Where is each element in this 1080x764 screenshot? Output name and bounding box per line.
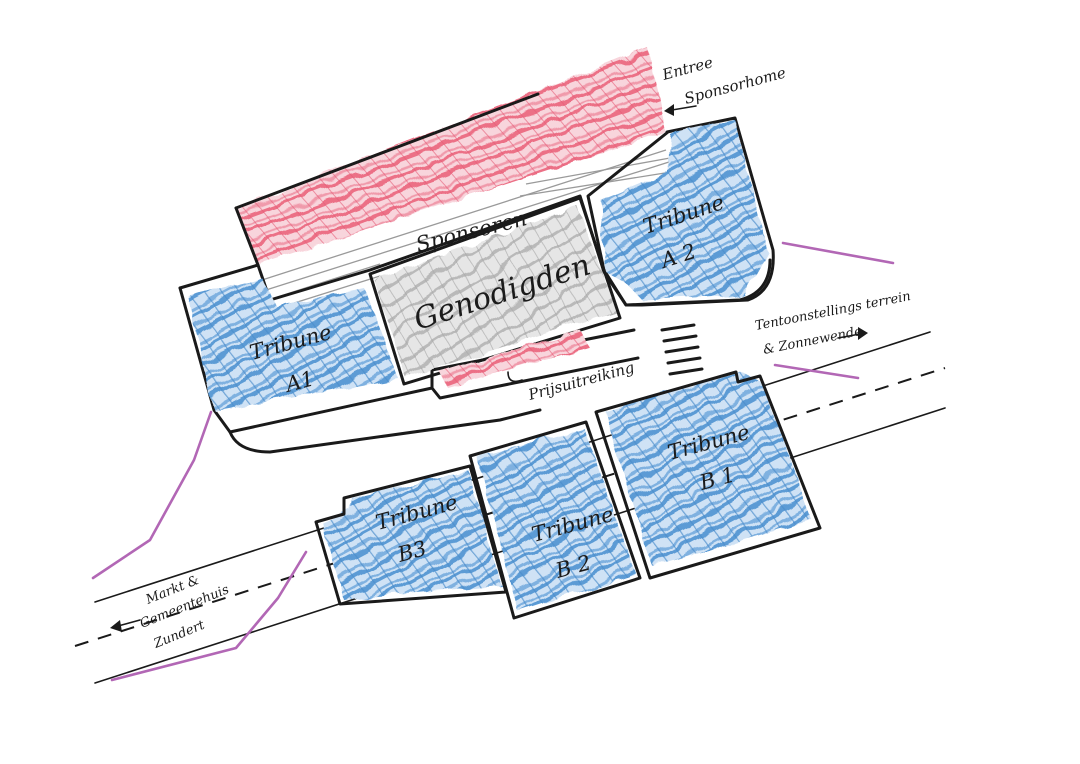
arrow-left-icon (110, 620, 122, 632)
entree-label: Entree (659, 53, 715, 84)
crosswalk (660, 323, 704, 376)
direction-arrows (110, 104, 868, 632)
arrow-right-icon (837, 333, 861, 339)
arrow-right-icon (858, 327, 868, 340)
arrow-left-icon (671, 105, 697, 111)
tribune-a2-area (600, 120, 768, 300)
prijsuitreiking-area (440, 330, 590, 386)
prijsuitreiking-label: Prijsuitreiking (525, 358, 636, 404)
arrow-left-icon (664, 104, 674, 116)
tentoonstelling-label: Tentoonstellings terrein (754, 289, 912, 334)
arrow-left-icon (117, 619, 141, 627)
genodigden-area (368, 196, 622, 386)
tribune-b3-area (314, 464, 508, 606)
tribune-a1-area (188, 278, 398, 410)
tribune-b2-area (468, 420, 642, 620)
walking-paths (91, 241, 895, 682)
tribune-b1-area (594, 370, 822, 580)
